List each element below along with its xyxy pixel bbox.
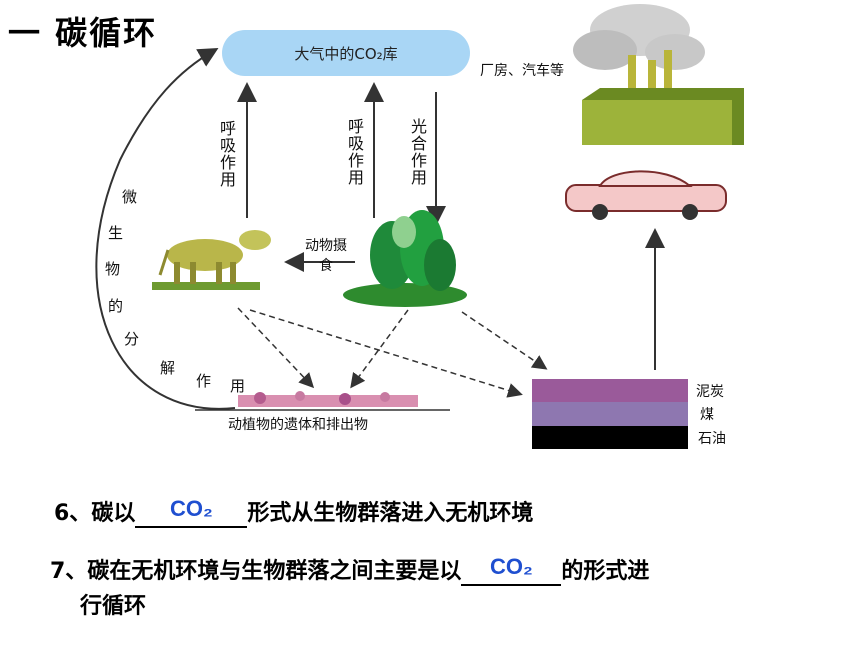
decomposition-char: 微 <box>122 188 138 206</box>
question-7: 7、碳在无机环境与生物群落之间主要是以 CO₂ 的形式进 <box>50 553 649 586</box>
page-title: 一 碳循环 <box>8 14 158 52</box>
dashed-tree-fuel <box>461 311 548 370</box>
car-illustration <box>565 170 727 220</box>
question-6: 6、碳以 CO₂ 形式从生物群落进入无机环境 <box>54 495 533 528</box>
factory-label: 厂房、汽车等 <box>480 63 564 79</box>
feeding-label: 动物摄食 <box>305 238 347 274</box>
decomposition-char: 分 <box>124 330 140 348</box>
question-text-before: 碳以 <box>91 501 136 526</box>
answer-text: CO₂ <box>169 496 213 521</box>
decomposition-char: 作 <box>196 372 212 390</box>
cow-illustration <box>152 230 271 290</box>
dashed-cow-fuel <box>249 309 523 398</box>
atmosphere-co2-cloud: 大气中的CO₂库 <box>222 30 470 76</box>
carbon-cycle-diagram <box>95 4 744 411</box>
tree-illustration <box>343 210 467 307</box>
peat-label: 泥炭 <box>696 384 724 400</box>
coal-label: 煤 <box>700 407 714 423</box>
photosynthesis-label: 光合作用 <box>408 118 427 186</box>
decomposition-char: 生 <box>108 224 124 242</box>
answer-blank[interactable]: CO₂ <box>461 554 562 586</box>
decomposition-char: 用 <box>230 377 246 395</box>
answer-text: CO₂ <box>489 554 533 579</box>
oil-layer <box>532 425 688 449</box>
question-number: 6、 <box>54 501 92 526</box>
question-text-after: 形式从生物群落进入无机环境 <box>247 501 534 526</box>
decomposition-arrow <box>95 48 236 410</box>
fossil-fuel-layers <box>532 379 688 449</box>
question-text-after: 的形式进 <box>561 559 650 584</box>
question-7-continuation: 行循环 <box>80 594 147 619</box>
question-text-before: 碳在无机环境与生物群落之间主要是以 <box>87 559 462 584</box>
coal-layer <box>532 402 688 426</box>
oil-label: 石油 <box>698 431 726 447</box>
respiration-label-mid: 呼吸作用 <box>345 118 364 186</box>
answer-blank[interactable]: CO₂ <box>135 496 248 528</box>
remains-label: 动植物的遗体和排出物 <box>228 417 368 433</box>
dashed-tree-remains <box>350 309 409 389</box>
decomposition-char: 解 <box>160 359 176 377</box>
respiration-label-left: 呼吸作用 <box>217 120 236 188</box>
remains-illustration <box>195 391 450 411</box>
factory-illustration <box>573 4 744 145</box>
decomposition-char: 物 <box>105 260 121 278</box>
decomposition-char: 的 <box>108 297 124 315</box>
peat-layer <box>532 379 688 403</box>
dashed-cow-remains <box>237 307 315 389</box>
question-number: 7、 <box>50 559 88 584</box>
